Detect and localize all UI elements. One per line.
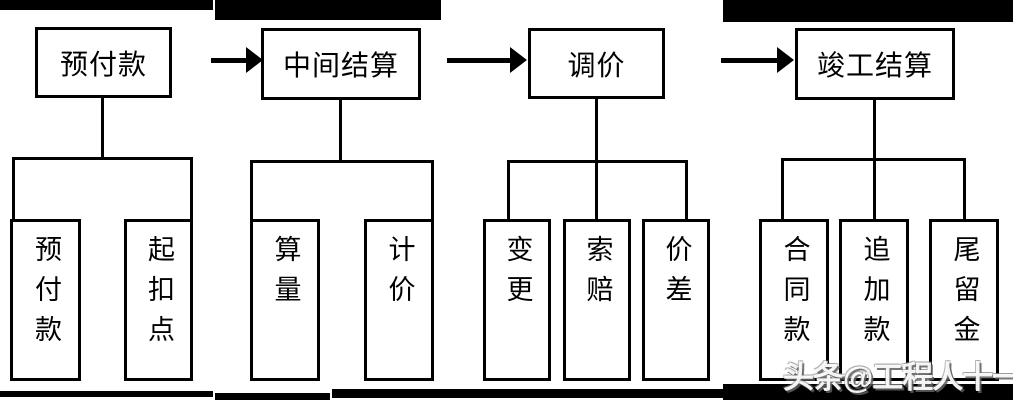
top-bar-segment-1: [0, 0, 213, 10]
flow-arrowhead-icon: [510, 47, 527, 73]
flow-arrow-icon: [211, 58, 249, 63]
child-box-pricing: 计价: [364, 219, 434, 381]
connector-line: [12, 157, 193, 160]
bottom-bar-segment-4: [723, 384, 1013, 400]
stage-box-interim-settlement-label: 中间结算: [282, 50, 399, 81]
bottom-bar-segment-3: [332, 389, 723, 398]
child-box-pricing-label: 计价: [384, 235, 415, 315]
connector-line: [781, 161, 784, 219]
flow-arrow-icon: [447, 58, 512, 63]
child-box-contract-payment-label: 合同款: [779, 235, 810, 355]
child-box-additional-payment: 追加款: [839, 219, 909, 381]
connector-line: [431, 163, 434, 219]
stage-box-advance-payment: 预付款: [35, 27, 172, 98]
child-box-claim-label: 索赔: [582, 235, 613, 315]
top-bar-segment-3: [723, 0, 1013, 22]
child-box-retention-money: 尾留金: [929, 219, 999, 381]
stage-box-interim-settlement: 中间结算: [261, 28, 421, 100]
child-box-additional-payment-label: 追加款: [859, 235, 890, 355]
child-box-quantity-calculation: 算量: [250, 219, 320, 381]
child-box-claim: 索赔: [563, 219, 631, 381]
connector-line: [595, 163, 598, 219]
connector-line: [507, 160, 688, 163]
child-box-change-label: 变更: [502, 235, 533, 315]
flow-arrow-icon: [721, 58, 779, 63]
connector-line: [101, 98, 104, 158]
child-box-price-difference-label: 价差: [661, 235, 692, 315]
connector-line: [250, 160, 434, 163]
connector-line: [339, 100, 342, 160]
bottom-bar-segment-1: [0, 391, 213, 397]
connector-line: [12, 160, 15, 219]
child-box-retention-money-label: 尾留金: [949, 235, 980, 355]
connector-line: [781, 158, 966, 161]
connector-line: [873, 100, 876, 158]
stage-box-price-adjustment-label: 调价: [567, 49, 626, 81]
child-box-deduction-point: 起扣点: [124, 219, 193, 381]
child-box-price-difference: 价差: [642, 219, 710, 381]
connector-line: [873, 161, 876, 219]
stage-box-completion-settlement-label: 竣工结算: [816, 50, 933, 81]
connector-line: [507, 163, 510, 219]
flow-arrowhead-icon: [246, 47, 263, 73]
stage-box-completion-settlement: 竣工结算: [795, 28, 955, 100]
watermark-text: 头条@工程人十一: [783, 360, 1013, 395]
connector-line: [963, 161, 966, 219]
child-box-advance-payment: 预付款: [10, 219, 81, 381]
child-box-quantity-calculation-label: 算量: [270, 235, 301, 315]
top-bar-segment-2: [215, 0, 441, 20]
child-box-advance-payment-label: 预付款: [31, 235, 61, 355]
connector-line: [250, 163, 253, 219]
child-box-change: 变更: [483, 219, 551, 381]
stage-box-advance-payment-label: 预付款: [59, 48, 147, 80]
connector-line: [685, 163, 688, 219]
bottom-bar-segment-2: [215, 393, 330, 400]
child-box-deduction-point-label: 起扣点: [144, 235, 174, 355]
connector-line: [190, 160, 193, 219]
stage-box-price-adjustment: 调价: [528, 28, 665, 99]
flow-arrowhead-icon: [777, 47, 794, 73]
child-box-contract-payment: 合同款: [759, 219, 829, 381]
connector-line: [595, 99, 598, 160]
